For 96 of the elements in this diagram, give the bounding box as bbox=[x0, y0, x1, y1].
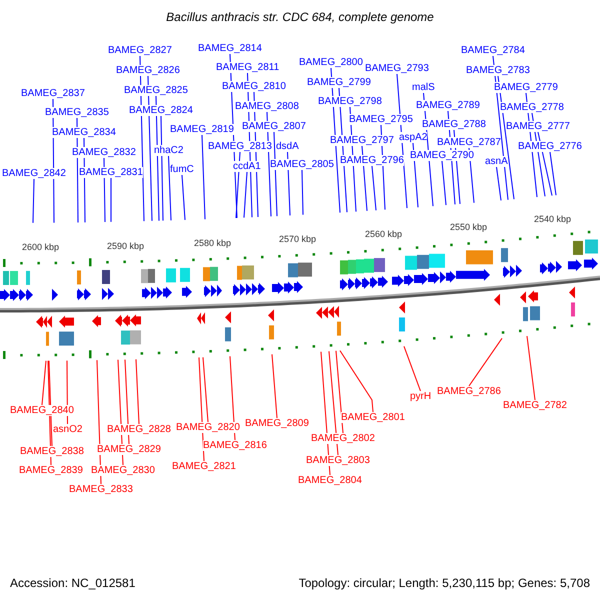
gene-label: fumC bbox=[170, 164, 194, 175]
gene-label: BAMEG_2804 bbox=[298, 475, 362, 486]
leader-line bbox=[442, 160, 446, 206]
gene-label: BAMEG_2834 bbox=[52, 127, 116, 138]
gene-label: malS bbox=[412, 82, 435, 93]
leader-line bbox=[496, 166, 502, 201]
leader-line bbox=[244, 172, 248, 218]
leader-line bbox=[272, 354, 278, 418]
gene-label: pyrH bbox=[410, 391, 432, 402]
accession-text: Accession: NC_012581 bbox=[10, 576, 136, 590]
gene-label: BAMEG_2786 bbox=[437, 386, 501, 397]
scale-label: 2580 kbp bbox=[194, 238, 232, 248]
scale-label: 2590 kbp bbox=[107, 240, 144, 251]
gene-label: BAMEG_2803 bbox=[306, 455, 370, 466]
gene-label: BAMEG_2778 bbox=[500, 102, 564, 113]
leader-line bbox=[550, 152, 556, 196]
gene-label: BAMEG_2776 bbox=[518, 141, 582, 152]
leader-line bbox=[372, 166, 376, 211]
gene-label: BAMEG_2782 bbox=[503, 400, 567, 411]
gene-label: BAMEG_2795 bbox=[349, 114, 413, 125]
gene-label: BAMEG_2809 bbox=[245, 418, 309, 429]
leader-line bbox=[202, 134, 206, 220]
leader-line bbox=[124, 359, 130, 444]
gene-label: BAMEG_2835 bbox=[45, 107, 109, 118]
gene-label: BAMEG_2797 bbox=[330, 135, 394, 146]
gene-label: BAMEG_2790 bbox=[410, 150, 474, 161]
gene-label: BAMEG_2842 bbox=[2, 168, 66, 179]
gene-label: BAMEG_2832 bbox=[72, 147, 136, 158]
gene-label: asnO2 bbox=[53, 424, 82, 435]
gene-label: aspA2 bbox=[399, 132, 428, 143]
gene-label: nhaC2 bbox=[154, 145, 184, 156]
gene-label: BAMEG_2788 bbox=[422, 119, 486, 130]
gene-label: BAMEG_2837 bbox=[21, 88, 85, 99]
gene-label: BAMEG_2801 bbox=[341, 412, 405, 423]
scale-label: 2560 kbp bbox=[365, 228, 402, 239]
leader-line bbox=[468, 338, 502, 386]
gene-label: BAMEG_2789 bbox=[416, 100, 480, 111]
gene-label: BAMEG_2799 bbox=[307, 77, 371, 88]
gene-label: BAMEG_2808 bbox=[235, 101, 299, 112]
gene-label: dsdA bbox=[276, 141, 299, 152]
gene-label: BAMEG_2816 bbox=[203, 440, 267, 451]
gene-label: BAMEG_2830 bbox=[91, 465, 155, 476]
gene-label: BAMEG_2777 bbox=[506, 121, 570, 132]
gene-label: BAMEG_2813 bbox=[208, 141, 272, 152]
scale-label: 2570 kbp bbox=[279, 234, 316, 244]
leader-line bbox=[48, 360, 52, 446]
leader-line bbox=[404, 346, 421, 392]
leader-line bbox=[202, 356, 208, 422]
leader-line bbox=[336, 350, 344, 434]
gene-label: BAMEG_2793 bbox=[365, 63, 429, 74]
leader-line bbox=[168, 156, 172, 221]
genome-summary: Topology: circular; Length: 5,230,115 bp; Genes: 5,708 bbox=[298, 576, 590, 590]
scale-label: 2550 kbp bbox=[450, 222, 488, 232]
gene-label: BAMEG_2839 bbox=[19, 465, 83, 476]
gene-label: BAMEG_2779 bbox=[494, 82, 558, 93]
gene-label: BAMEG_2838 bbox=[20, 446, 84, 457]
gene-label: BAMEG_2810 bbox=[222, 81, 286, 92]
gene-label: BAMEG_2827 bbox=[108, 45, 172, 56]
gene-label: BAMEG_2814 bbox=[198, 43, 262, 54]
leader-line bbox=[340, 350, 374, 412]
gene-label: asnA bbox=[485, 156, 508, 167]
leader-line bbox=[302, 170, 304, 216]
leader-line bbox=[32, 178, 34, 224]
scale-label: 2600 kbp bbox=[22, 242, 60, 252]
gene-label: BAMEG_2802 bbox=[311, 433, 375, 444]
gene-label: BAMEG_2829 bbox=[97, 444, 161, 455]
leader-line bbox=[110, 178, 112, 222]
gene-label: BAMEG_2826 bbox=[116, 65, 180, 76]
gene-label: BAMEG_2796 bbox=[340, 155, 404, 166]
gene-label: BAMEG_2784 bbox=[461, 45, 525, 56]
leader-line bbox=[42, 360, 46, 406]
leader-line bbox=[182, 174, 186, 220]
gene-label: BAMEG_2819 bbox=[170, 124, 234, 135]
scale-label: 2540 kbp bbox=[534, 214, 572, 224]
gene-label: BAMEG_2787 bbox=[437, 137, 501, 148]
genome-title: Bacillus anthracis str. CDC 684, complete genome bbox=[165, 10, 435, 24]
gene-label: BAMEG_2783 bbox=[466, 65, 530, 76]
gene-label: BAMEG_2828 bbox=[107, 424, 171, 435]
gene-label: BAMEG_2833 bbox=[69, 484, 133, 495]
gene-label: BAMEG_2824 bbox=[129, 105, 193, 116]
leader-line bbox=[160, 116, 164, 222]
gene-label: BAMEG_2821 bbox=[172, 461, 236, 472]
leader-line bbox=[274, 132, 278, 217]
gene-label: BAMEG_2811 bbox=[216, 62, 280, 73]
leader-line bbox=[136, 358, 140, 424]
gene-label: BAMEG_2807 bbox=[242, 121, 306, 132]
gene-label: BAMEG_2831 bbox=[79, 167, 143, 178]
gene-label: BAMEG_2800 bbox=[299, 57, 363, 68]
gene-label: BAMEG_2825 bbox=[124, 85, 188, 96]
gene-label: BAMEG_2840 bbox=[10, 405, 74, 416]
leader-line bbox=[328, 350, 338, 456]
gene-label: BAMEG_2798 bbox=[318, 96, 382, 107]
gene-label: ccdA1 bbox=[233, 161, 261, 172]
gene-label: BAMEG_2820 bbox=[176, 422, 240, 433]
leader-line bbox=[526, 336, 536, 400]
gene-label: BAMEG_2805 bbox=[270, 159, 334, 170]
